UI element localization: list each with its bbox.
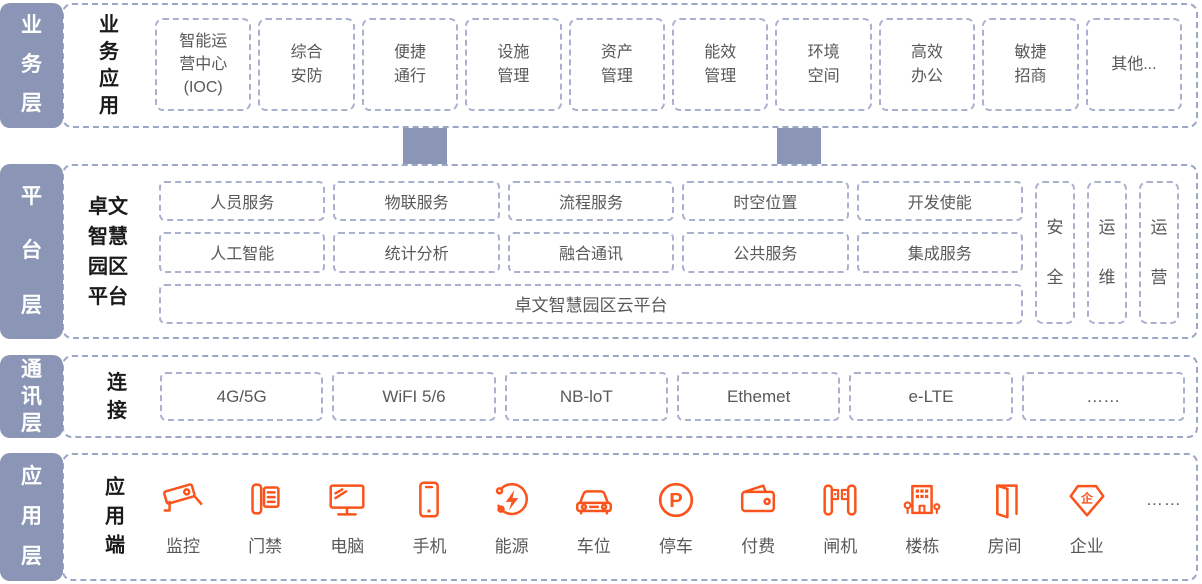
app-box-energy: 能效 管理 [672, 18, 769, 111]
device-item-energy: 能源 [489, 477, 535, 557]
app-box-leasing: 敏捷 招商 [982, 18, 1079, 111]
pillar-operations-text: 运维 [1098, 218, 1116, 287]
link-box-more: …… [1021, 372, 1185, 421]
cctv-icon [163, 483, 203, 512]
app-box-security: 综合 安防 [258, 18, 355, 111]
device-item-car: 车位 [571, 477, 617, 557]
app-box-ioc: 智能运 营中心 (IOC) [155, 18, 252, 111]
monitor-icon [329, 484, 365, 516]
layer-device: 应用层 应用端 监控 门禁 [0, 453, 1198, 581]
link-box-wifi: WiFI 5/6 [332, 372, 496, 421]
link-box-nbiot: NB-loT [504, 372, 668, 421]
device-label: 闸机 [823, 537, 858, 556]
car-icon [575, 490, 612, 515]
device-label: 付费 [741, 537, 776, 556]
network-links-row: 4G/5G WiFI 5/6 NB-loT Ethemet e-LTE …… [160, 372, 1185, 421]
pillar-security: 安全 [1035, 181, 1075, 324]
business-group-label: 业务应用 [99, 13, 119, 117]
link-box-4g5g: 4G/5G [160, 372, 324, 421]
device-item-gate: 闸机 [817, 477, 863, 557]
pillar-security-text: 安全 [1046, 218, 1064, 287]
parking-icon: P [658, 482, 694, 518]
platform-group-label: 卓文 智慧 园区 平台 [88, 195, 128, 308]
service-box-geolocation: 时空位置 [682, 181, 849, 222]
network-layer-frame [62, 355, 1198, 438]
app-box-environment: 环境 空间 [775, 18, 872, 111]
business-layer-side-text: 业务层 [20, 14, 42, 115]
layer-connector-left [403, 126, 447, 164]
platform-layer-frame [62, 164, 1198, 339]
device-row: 监控 门禁 电脑 [160, 453, 1182, 581]
device-label: 楼栋 [905, 537, 940, 556]
network-layer-side-label: 通讯层 [0, 355, 63, 438]
link-box-elte: e-LTE [849, 372, 1013, 421]
building-icon [904, 484, 941, 515]
pillar-business-ops-text: 运营 [1150, 218, 1168, 287]
platform-services-grid: 人员服务 物联服务 流程服务 时空位置 开发使能 人工智能 统计分析 融合通讯 … [159, 181, 1023, 324]
network-layer-side-text: 通讯层 [20, 357, 42, 436]
device-item-wallet: 付费 [735, 477, 781, 557]
service-box-personnel: 人员服务 [159, 181, 326, 222]
device-item-parking: P 停车 [653, 477, 699, 557]
device-item-phone: 手机 [406, 477, 452, 557]
business-layer-side-label: 业务层 [0, 3, 63, 128]
energy-icon [495, 483, 528, 516]
platform-layer-side-text: 平台层 [20, 184, 42, 317]
device-item-enterprise: 企 企业 [1064, 477, 1110, 557]
device-item-intercom: 门禁 [242, 477, 288, 557]
device-label: 手机 [412, 537, 447, 556]
service-box-comms: 融合通讯 [507, 232, 675, 273]
service-box-analytics: 统计分析 [333, 232, 500, 273]
device-label: 监控 [166, 537, 200, 556]
device-item-monitor: 电脑 [324, 477, 370, 557]
parking-glyph: P [669, 490, 682, 512]
layer-business: 业务层 业务应用 智能运 营中心 (IOC) 综合 安防 便捷 通行 设施 管理… [0, 3, 1198, 128]
gate-icon [823, 484, 857, 516]
device-layer-side-label: 应用层 [0, 453, 63, 581]
wallet-icon [741, 484, 776, 513]
network-group-label: 连接 [107, 371, 127, 422]
device-layer-side-text: 应用层 [20, 465, 42, 568]
service-box-ai: 人工智能 [159, 232, 326, 273]
device-label: 停车 [658, 537, 693, 556]
device-label: 企业 [1069, 537, 1104, 556]
service-box-integration: 集成服务 [856, 232, 1023, 273]
intercom-icon [251, 483, 280, 515]
app-box-access: 便捷 通行 [361, 18, 459, 111]
device-label: 车位 [576, 537, 611, 556]
device-group-label: 应用端 [105, 476, 125, 557]
device-item-door: 房间 [982, 477, 1028, 557]
business-apps-row: 智能运 营中心 (IOC) 综合 安防 便捷 通行 设施 管理 资产 管理 能效… [155, 18, 1183, 111]
device-label: 电脑 [330, 537, 365, 556]
more-ellipsis: …… [1145, 490, 1182, 509]
app-box-others: 其他... [1085, 18, 1183, 111]
door-icon [995, 484, 1018, 519]
pillar-operations: 运维 [1087, 181, 1127, 324]
cloud-platform-box: 卓文智慧园区云平台 [159, 283, 1023, 324]
pillar-business-ops: 运营 [1139, 181, 1179, 324]
platform-layer-side-label: 平台层 [0, 164, 63, 339]
layer-network: 通讯层 连接 4G/5G WiFI 5/6 NB-loT Ethemet e-L… [0, 355, 1198, 438]
app-box-facility: 设施 管理 [465, 18, 562, 111]
layer-platform: 平台层 卓文 智慧 园区 平台 人员服务 物联服务 流程服务 时空位置 开发使能… [0, 164, 1198, 339]
device-label: 能源 [494, 537, 529, 556]
app-box-asset: 资产 管理 [568, 18, 666, 111]
device-layer-frame [62, 453, 1198, 581]
link-box-ethernet: Ethemet [676, 372, 841, 421]
service-box-process: 流程服务 [507, 181, 675, 222]
device-label: 房间 [987, 537, 1022, 556]
service-box-iot: 物联服务 [333, 181, 500, 222]
enterprise-icon: 企 [1069, 484, 1105, 517]
business-layer-frame [62, 3, 1198, 128]
service-box-public: 公共服务 [682, 232, 849, 273]
device-item-cctv: 监控 [160, 477, 206, 557]
phone-icon [419, 481, 440, 518]
platform-content: 人员服务 物联服务 流程服务 时空位置 开发使能 人工智能 统计分析 融合通讯 … [159, 181, 1179, 324]
service-box-dev-enable: 开发使能 [856, 181, 1023, 222]
enterprise-glyph: 企 [1080, 490, 1094, 505]
device-item-building: 楼栋 [899, 477, 945, 557]
device-label: 门禁 [248, 537, 283, 556]
layer-connector-right [777, 126, 821, 164]
app-box-office: 高效 办公 [878, 18, 976, 111]
